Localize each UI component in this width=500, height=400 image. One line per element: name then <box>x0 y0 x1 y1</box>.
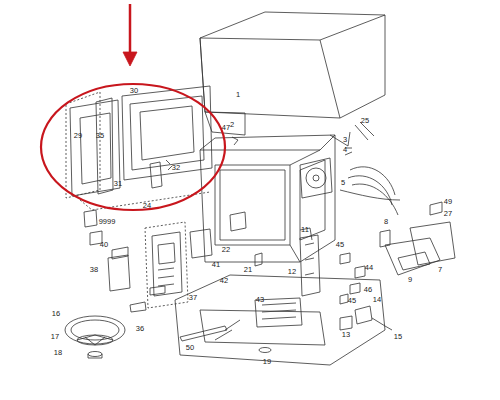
wiring-harness <box>232 122 400 215</box>
callout-number: 12 <box>288 268 296 276</box>
callout-number: 45 <box>336 241 344 249</box>
callout-number: 32 <box>172 164 180 172</box>
callout-number: 25 <box>361 117 369 125</box>
callout-number: 18 <box>54 349 62 357</box>
cabinet-wrapper <box>200 12 385 135</box>
turntable <box>65 316 125 358</box>
callout-number: 29 <box>74 132 82 140</box>
highlight-ellipse <box>41 84 225 210</box>
trim-strip <box>180 326 227 341</box>
callout-number: 49 <box>444 198 452 206</box>
callout-number: 41 <box>212 261 220 269</box>
callout-number: 44 <box>365 264 373 272</box>
callout-number: 9 <box>408 276 412 284</box>
electrical-parts <box>340 202 455 330</box>
callout-number: 43 <box>256 296 264 304</box>
callout-number: 1 <box>236 91 240 99</box>
callout-number: 5 <box>341 179 345 187</box>
callout-number: 47 <box>222 124 230 132</box>
callout-number: 11 <box>301 226 309 234</box>
callout-number: 16 <box>52 310 60 318</box>
callout-number: 42 <box>220 277 228 285</box>
oven-cavity <box>200 135 335 262</box>
callout-number: 36 <box>136 325 144 333</box>
callout-number: 37 <box>189 294 197 302</box>
fan-motor <box>300 158 332 198</box>
callout-number: 14 <box>373 296 381 304</box>
callout-number: 50 <box>186 344 194 352</box>
callout-number: 46 <box>364 286 372 294</box>
callout-number: 38 <box>90 266 98 274</box>
manual-card <box>84 210 97 227</box>
callout-number: 3 <box>343 136 347 144</box>
base-plate <box>175 275 385 365</box>
callout-number: 21 <box>244 266 252 274</box>
callout-number: 31 <box>114 180 122 188</box>
callout-number: 9999 <box>99 218 116 226</box>
callout-number: 19 <box>263 358 271 366</box>
callout-number: 7 <box>438 266 442 274</box>
callout-number: 24 <box>143 202 151 210</box>
callout-number: 17 <box>51 333 59 341</box>
callout-number: 35 <box>96 132 104 140</box>
callout-number: 27 <box>444 210 452 218</box>
callout-number: 22 <box>222 246 230 254</box>
control-bracket <box>255 235 320 296</box>
callout-number: 45 <box>348 297 356 305</box>
callout-number: 2 <box>230 121 234 129</box>
callout-number: 15 <box>394 333 402 341</box>
control-panel <box>90 222 212 312</box>
callout-number: 40 <box>100 241 108 249</box>
callout-number: 4 <box>343 146 347 154</box>
callout-number: 13 <box>342 331 350 339</box>
highlight-arrowhead <box>123 52 137 66</box>
callout-number: 30 <box>130 87 138 95</box>
door-assembly <box>66 86 212 210</box>
callout-number: 8 <box>384 218 388 226</box>
